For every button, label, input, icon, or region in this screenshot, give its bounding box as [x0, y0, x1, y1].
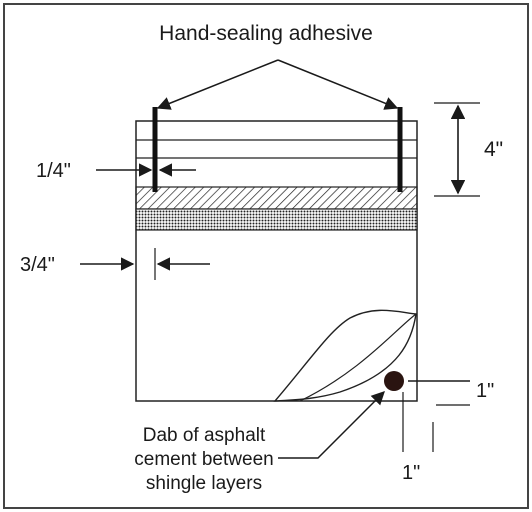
dab-callout: Dab of asphalt cement between shingle la… — [84, 424, 324, 496]
one-inch-right-label: 1" — [476, 380, 495, 402]
outer-border — [3, 3, 529, 509]
dab-line-3: shingle layers — [145, 473, 263, 494]
quarter-inch-label: 1/4" — [36, 160, 71, 182]
asphalt-dab — [384, 371, 404, 391]
sealant-band-hatched — [135, 186, 418, 210]
three-quarter-inch-label: 3/4" — [20, 254, 55, 276]
dab-line-1: Dab of asphalt — [142, 425, 266, 446]
title-label: Hand-sealing adhesive — [159, 22, 373, 45]
one-inch-bottom-label: 1" — [402, 462, 421, 484]
curled-corner-fold — [299, 313, 417, 402]
title-arrow-right — [277, 59, 399, 110]
title-arrow-left — [156, 59, 279, 110]
four-inch-label: 4" — [484, 138, 504, 161]
sealant-band-dotted — [135, 208, 418, 231]
dab-leader-line — [278, 391, 385, 459]
dab-line-2: cement between — [134, 449, 274, 470]
